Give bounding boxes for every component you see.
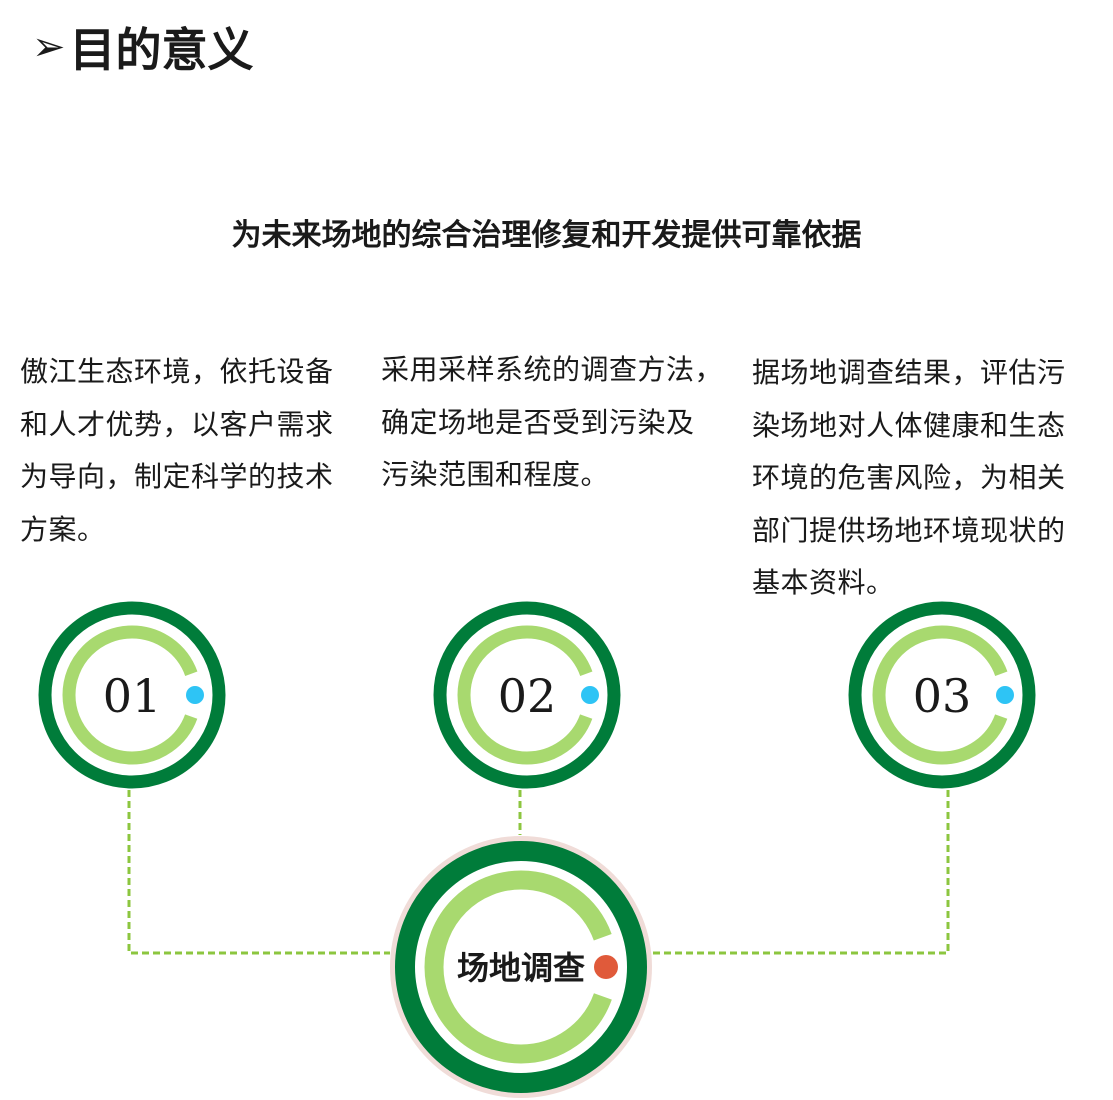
arrow-icon: ➢: [32, 24, 66, 70]
subtitle: 为未来场地的综合治理修复和开发提供可靠依据: [231, 218, 862, 253]
text-line: 和人才优势，以客户需求: [20, 407, 334, 441]
section-title: ➢ 目的意义: [32, 14, 254, 80]
dot-icon: [186, 686, 204, 704]
text-line: 傲江生态环境，依托设备: [20, 355, 334, 388]
step-number: 02: [498, 669, 557, 723]
column-1-text: 傲江生态环境，依托设备 和人才优势，以客户需求 为导向，制定科学的技术 方案。: [20, 346, 334, 556]
connector-1: [127, 790, 390, 955]
text-line: 为导向，制定科学的技术: [20, 460, 334, 493]
text-line: 污染范围和程度。: [381, 458, 610, 491]
center-circle: 场地调查: [390, 836, 652, 1098]
dot-icon: [996, 686, 1014, 704]
text-line: 部门提供场地环境现状的: [752, 513, 1066, 547]
center-label: 场地调查: [457, 949, 585, 987]
step-circle-2: 02: [433, 601, 621, 789]
dot-icon: [594, 955, 618, 979]
title-text: 目的意义: [69, 23, 254, 77]
text-line: 基本资料。: [752, 566, 895, 599]
step-circle-1: 01: [38, 601, 226, 789]
step-number: 03: [913, 669, 972, 723]
text-line: 采用采样系统的调查方法，: [381, 353, 724, 386]
text-line: 染场地对人体健康和生态: [752, 408, 1066, 442]
column-2-text: 采用采样系统的调查方法， 确定场地是否受到污染及 污染范围和程度。: [381, 344, 723, 502]
text-line: 据场地调查结果，评估污: [752, 356, 1066, 389]
step-number: 01: [103, 669, 162, 723]
connector-3: [652, 790, 950, 955]
dot-icon: [581, 686, 599, 704]
column-3-text: 据场地调查结果，评估污 染场地对人体健康和生态 环境的危害风险，为相关 部门提供…: [752, 347, 1066, 610]
step-circle-3: 03: [848, 601, 1036, 789]
text-line: 环境的危害风险，为相关: [752, 461, 1066, 494]
text-line: 确定场地是否受到污染及: [381, 405, 695, 439]
text-line: 方案。: [20, 512, 106, 546]
